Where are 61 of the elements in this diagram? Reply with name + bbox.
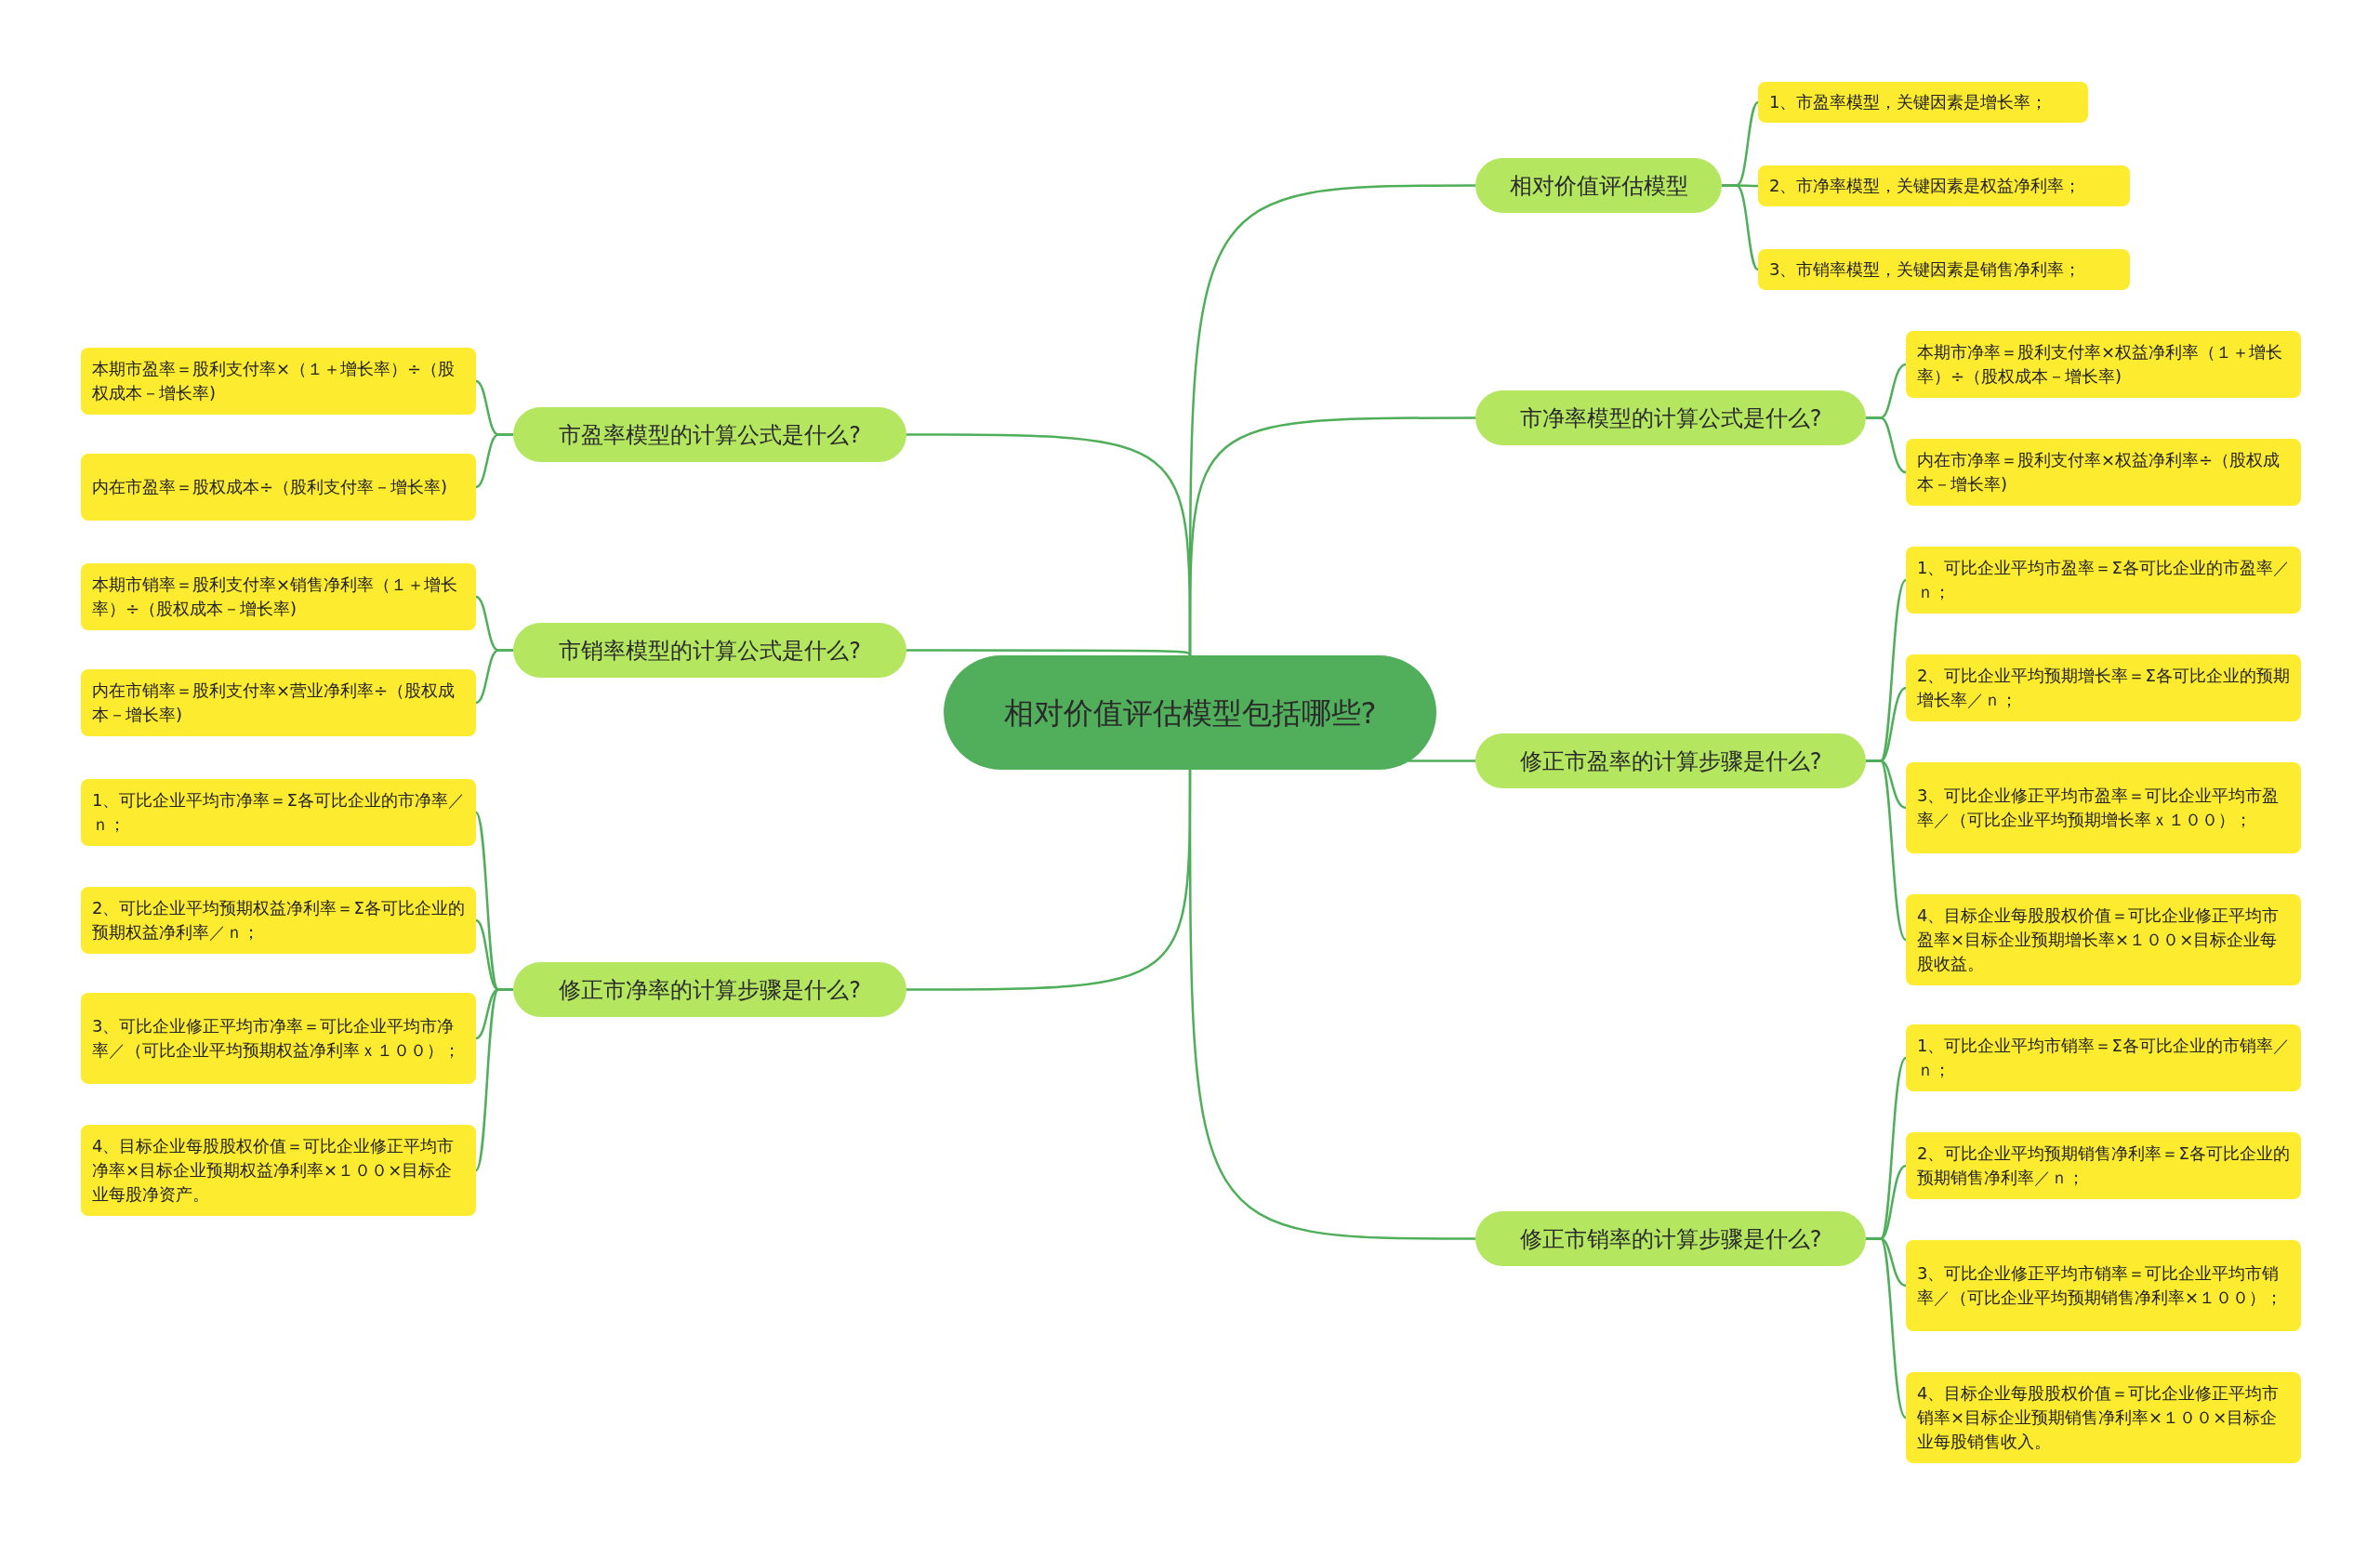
leaf-note xyxy=(81,993,476,1084)
note-text: 3、市销率模型，关键因素是销售净利率； xyxy=(1769,258,2082,281)
note-text: 1、可比企业平均市盈率＝Σ各可比企业的市盈率／ｎ； xyxy=(1917,557,2290,603)
connector-line xyxy=(1722,184,1759,271)
note-text: 本期市净率＝股利支付率×权益净利率（１＋增长率）÷（股权成本－增长率) xyxy=(1917,341,2284,388)
note-text: 1、可比企业平均市销率＝Σ各可比企业的市销率／ｎ； xyxy=(1917,1035,2290,1081)
leaf-note xyxy=(81,779,476,846)
topic-label: 修正市盈率的计算步骤是什么? xyxy=(1518,746,1823,776)
connector-line xyxy=(906,649,1191,656)
note-text: 2、可比企业平均预期销售净利率＝Σ各可比企业的预期销售净利率／ｎ； xyxy=(1917,1142,2290,1189)
note-text: 3、可比企业修正平均市净率＝可比企业平均市净率／（可比企业平均预期权益净利率ｘ１００）； xyxy=(92,1015,461,1062)
leaf-note xyxy=(1906,762,2301,853)
topic-label: 相对价值评估模型 xyxy=(1508,171,1689,201)
leaf-note xyxy=(81,348,476,415)
leaf-note xyxy=(81,669,476,736)
topic-title: 相对价值评估模型包括哪些? xyxy=(1002,693,1378,733)
connector-line xyxy=(1408,759,1475,762)
note-text: 内在市销率＝股利支付率×营业净利率÷（股权成本－增长率) xyxy=(92,680,456,726)
leaf-note xyxy=(1906,654,2301,721)
leaf-note xyxy=(1906,1024,2301,1091)
note-text: 内在市净率＝股利支付率×权益净利率÷（股权成本－增长率) xyxy=(1917,449,2281,495)
note-text: 1、市盈率模型，关键因素是增长率； xyxy=(1769,91,2049,113)
note-text: 2、市净率模型，关键因素是权益净利率； xyxy=(1769,175,2082,197)
leaf-note xyxy=(81,1125,476,1216)
leaf-note xyxy=(1906,1132,2301,1199)
note-text: 本期市盈率＝股利支付率×（１＋增长率）÷（股权成本－增长率) xyxy=(92,358,456,404)
topic-label: 市盈率模型的计算公式是什么? xyxy=(558,420,862,450)
topic-label: 市净率模型的计算公式是什么? xyxy=(1518,403,1823,433)
note-text: 本期市销率＝股利支付率×销售净利率（１＋增长率）÷（股权成本－增长率) xyxy=(92,574,459,620)
note-text: 4、目标企业每股股权价值＝可比企业修正平均市盈率×目标企业预期增长率×１００×目标企业每股收益。 xyxy=(1917,905,2281,975)
topic-label: 市销率模型的计算公式是什么? xyxy=(558,636,862,666)
leaf-note xyxy=(81,887,476,954)
connector-line xyxy=(1866,1237,1907,1419)
leaf-note xyxy=(81,563,476,630)
topic-label: 修正市净率的计算步骤是什么? xyxy=(558,975,862,1005)
connector-line xyxy=(475,649,513,705)
leaf-note xyxy=(1758,165,2130,206)
topic-label: 修正市销率的计算步骤是什么? xyxy=(1518,1224,1823,1254)
connector-line xyxy=(1866,759,1907,941)
note-text: 2、可比企业平均预期权益净利率＝Σ各可比企业的预期权益净利率／ｎ； xyxy=(92,897,465,944)
leaf-note xyxy=(1906,331,2301,398)
connector-line xyxy=(475,988,513,1171)
note-text: 内在市盈率＝股权成本÷（股利支付率－增长率) xyxy=(92,476,449,498)
note-text: 2、可比企业平均预期增长率＝Σ各可比企业的预期增长率／ｎ； xyxy=(1917,665,2290,711)
connector-line xyxy=(906,433,1192,655)
note-text: 3、可比企业修正平均市盈率＝可比企业平均市盈率／（可比企业平均预期增长率ｘ１００）； xyxy=(1917,785,2281,831)
connector-line xyxy=(1866,416,1907,474)
leaf-note xyxy=(1906,1372,2301,1463)
leaf-note xyxy=(81,454,476,521)
leaf-note xyxy=(1906,439,2301,506)
connector-line xyxy=(906,770,1192,991)
leaf-note xyxy=(1758,82,2088,123)
leaf-note xyxy=(1906,547,2301,614)
leaf-note xyxy=(1906,1240,2301,1331)
connector-line xyxy=(475,433,513,489)
note-text: 4、目标企业每股股权价值＝可比企业修正平均市净率×目标企业预期权益净利率×１００×目标企业每股净资产。 xyxy=(92,1135,456,1206)
leaf-note xyxy=(1906,894,2301,985)
note-text: 3、可比企业修正平均市销率＝可比企业平均市销率／（可比企业平均预期销售净利率×１００）； xyxy=(1917,1262,2284,1309)
note-text: 1、可比企业平均市净率＝Σ各可比企业的市净率／ｎ； xyxy=(92,789,465,836)
note-text: 4、目标企业每股股权价值＝可比企业修正平均市销率×目标企业预期销售净利率×１００×目标企业每股销售收入。 xyxy=(1917,1382,2281,1453)
leaf-note xyxy=(1758,249,2130,290)
